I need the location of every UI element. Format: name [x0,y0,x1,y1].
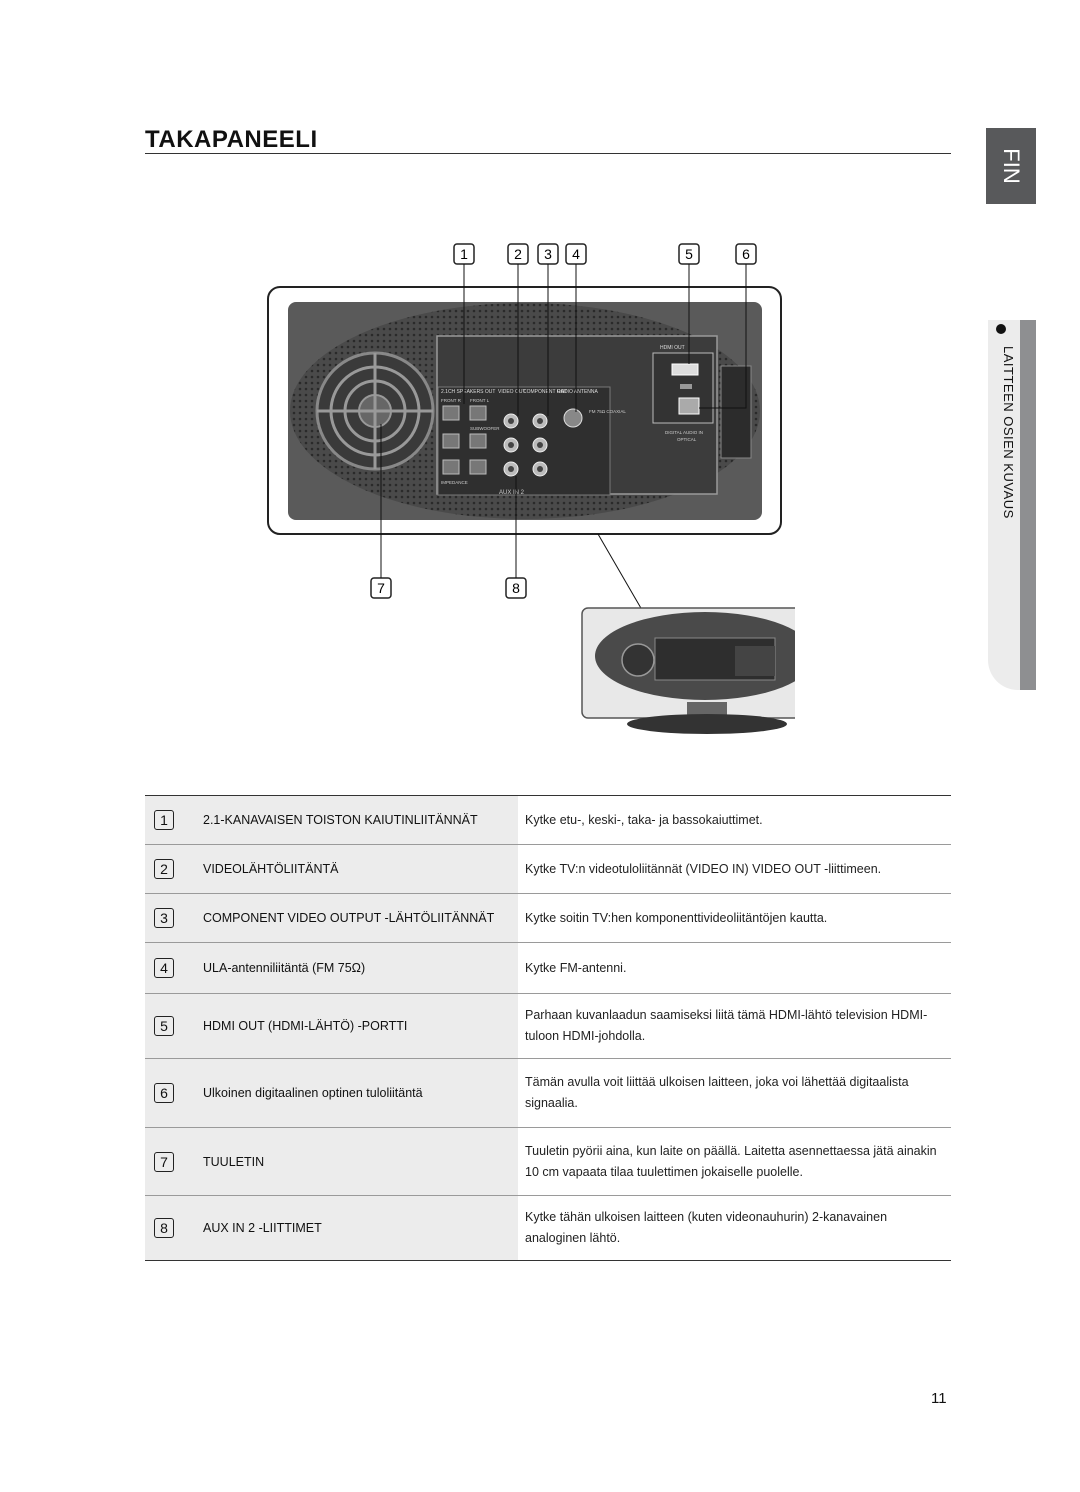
item-description: Kytke etu-, keski-, taka- ja bassokaiutt… [525,812,763,827]
item-number-badge: 1 [154,810,174,830]
section-tab-stripe [1020,320,1036,690]
page-title: TAKAPANEELI [145,126,318,153]
svg-text:6: 6 [742,246,750,262]
table-row: 8 AUX IN 2 -LIITTIMET Kytke tähän ulkoise… [145,1195,951,1260]
rear-panel-illustration: 1 2 3 4 5 6 7 8 2.1CH SPEAKERS OUT VIDEO… [267,243,795,734]
callout-4: 4 [565,243,587,265]
callout-7: 7 [370,577,392,599]
item-description: Tuuletin pyörii aina, kun laite on pääll… [525,1143,937,1179]
fan-graphic [315,351,435,471]
svg-text:5: 5 [685,246,693,262]
svg-text:FM 75Ω COAXIAL: FM 75Ω COAXIAL [589,409,626,414]
svg-text:OPTICAL: OPTICAL [677,437,697,442]
svg-text:AUX IN 2: AUX IN 2 [499,490,525,496]
svg-text:HDMI OUT: HDMI OUT [660,345,685,351]
svg-text:8: 8 [512,580,520,596]
svg-text:4: 4 [572,246,580,262]
table-row: 5 HDMI OUT (HDMI-LÄHTÖ) -PORTTI Parhaan k… [145,993,951,1058]
item-label: AUX IN 2 -LIITTIMET [203,1221,322,1235]
item-label: VIDEOLÄHTÖLIITÄNTÄ [203,862,339,876]
svg-text:7: 7 [377,580,385,596]
item-description: Tämän avulla voit liittää ulkoisen laitt… [525,1075,909,1110]
svg-text:COMPONENT OUT: COMPONENT OUT [523,389,567,395]
item-number-badge: 2 [154,859,174,879]
item-number-badge: 6 [154,1083,174,1103]
callout-8: 8 [505,577,527,599]
item-number-badge: 3 [154,908,174,928]
callout-6: 6 [735,243,757,265]
language-tab: FIN [986,128,1036,204]
svg-text:2: 2 [514,246,522,262]
svg-text:VIDEO OUT: VIDEO OUT [498,389,526,395]
item-number-badge: 8 [154,1218,174,1238]
connector-key-table: 1 2.1-KANAVAISEN TOISTON KAIUTINLIITÄNNÄT… [145,795,951,1261]
section-tab-label: LAITTEEN OSIEN KUVAUS [1001,346,1016,519]
item-label: Ulkoinen digitaalinen optinen tuloliitän… [203,1086,423,1100]
svg-text:FRONT L: FRONT L [470,398,490,403]
table-row: 7 TUULETIN Tuuletin pyörii aina, kun lait… [145,1127,951,1195]
table-row: 4 ULA-antenniliitäntä (FM 75Ω) Kytke FM-a… [145,942,951,993]
item-description: Parhaan kuvanlaadun saamiseksi liitä täm… [525,1008,928,1043]
item-number-badge: 5 [154,1016,174,1036]
callout-2: 2 [507,243,529,265]
item-description: Kytke FM-antenni. [525,960,627,975]
item-label: TUULETIN [203,1154,265,1169]
svg-text:1: 1 [460,246,468,262]
svg-text:DIGITAL AUDIO IN: DIGITAL AUDIO IN [665,430,703,435]
svg-text:SUBWOOFER: SUBWOOFER [470,426,500,431]
table-row: 6 Ulkoinen digitaalinen optinen tuloliitä… [145,1058,951,1127]
callout-1: 1 [453,243,475,265]
table-row: 2 VIDEOLÄHTÖLIITÄNTÄ Kytke TV:n videotulo… [145,844,951,893]
svg-text:3: 3 [544,246,552,262]
section-tab: LAITTEEN OSIEN KUVAUS [988,320,1036,690]
item-label: HDMI OUT (HDMI-LÄHTÖ) -PORTTI [203,1019,408,1033]
item-description: Kytke tähän ulkoisen laitteen (kuten vid… [525,1210,888,1245]
svg-text:IMPEDANCE: IMPEDANCE [441,480,468,485]
unit-thumbnail [581,607,795,734]
svg-text:2.1CH SPEAKERS OUT: 2.1CH SPEAKERS OUT [441,389,495,395]
language-tab-label: FIN [999,148,1024,184]
table-row: 1 2.1-KANAVAISEN TOISTON KAIUTINLIITÄNNÄT… [145,796,951,844]
bullet-icon [996,324,1006,334]
callout-3: 3 [537,243,559,265]
item-description: Kytke soitin TV:hen komponenttivideoliit… [525,910,828,925]
title-divider [145,153,951,154]
item-label: 2.1-KANAVAISEN TOISTON KAIUTINLIITÄNNÄT [203,813,478,827]
item-number-badge: 7 [154,1151,174,1172]
svg-text:FRONT R: FRONT R [441,398,462,403]
svg-text:RADIO ANTENNA: RADIO ANTENNA [557,389,599,395]
item-label: COMPONENT VIDEO OUTPUT -LÄHTÖLIITÄNNÄT [203,911,495,925]
item-label: ULA-antenniliitäntä (FM 75Ω) [203,961,366,975]
item-number-badge: 4 [154,958,174,978]
page-number: 11 [931,1390,947,1407]
item-description: Kytke TV:n videotuloliitännät (VIDEO IN)… [525,861,882,876]
callout-5: 5 [678,243,700,265]
